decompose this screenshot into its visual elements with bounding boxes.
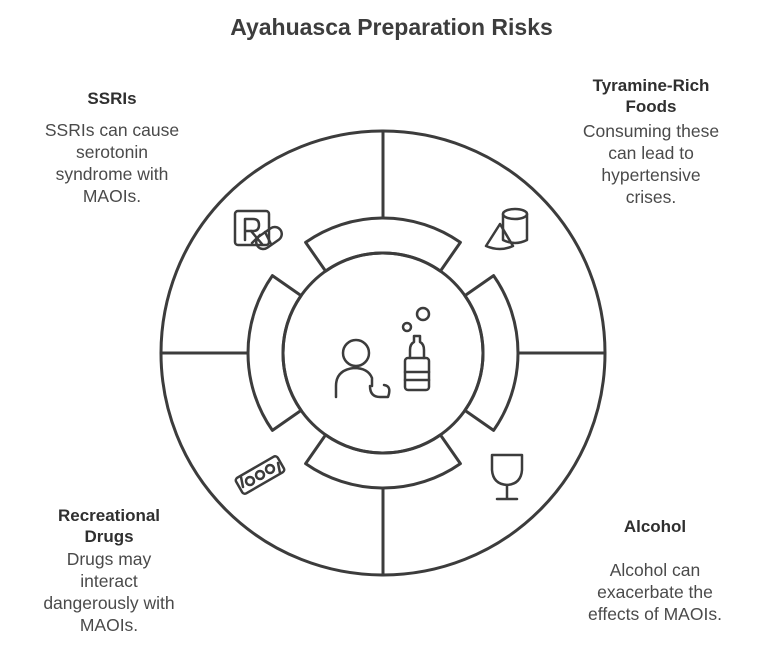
recreational-drugs-text-line: Drugs may: [66, 549, 152, 569]
ssri-text-line: syndrome with: [55, 164, 169, 184]
alcohol-heading: Alcohol: [623, 517, 687, 536]
recreational-drugs-text-line: interact: [80, 571, 138, 591]
alcohol-text-line: Alcohol can: [609, 560, 701, 580]
arc-segment-top: [304, 216, 462, 273]
recreational-drugs-heading: Recreational Drugs: [18, 505, 200, 547]
person-with-bottle-icon: [334, 306, 431, 399]
tyramine-description: Consuming these can lead to hypertensive…: [556, 120, 746, 208]
alcohol-text-line: exacerbate the: [597, 582, 713, 602]
recreational-drugs-description: Drugs may interact dangerously with MAOI…: [18, 548, 200, 636]
recreational-drugs-heading-line: Drugs: [84, 527, 134, 546]
tyramine-text-line: Consuming these: [582, 121, 720, 141]
arc-segment-left: [246, 274, 303, 432]
ssri-text-line: MAOIs.: [82, 186, 142, 206]
recreational-drugs-text-line: MAOIs.: [79, 615, 139, 635]
prescription-pill-icon: [233, 209, 283, 251]
arc-segment-bottom: [304, 433, 462, 490]
pill-strip-icon: [234, 455, 286, 495]
arc-segment-right: [463, 274, 520, 432]
alcohol-text-line: effects of MAOIs.: [588, 604, 722, 624]
tyramine-text-line: hypertensive: [601, 165, 701, 185]
alcohol-block: Alcohol Alcohol can exacerbate the effec…: [566, 516, 744, 625]
recreational-drugs-block: Recreational Drugs Drugs may interact da…: [18, 505, 200, 636]
ssri-text-line: serotonin: [76, 142, 148, 162]
recreational-drugs-heading-line: Recreational: [57, 506, 161, 525]
ssri-block: SSRIs SSRIs can cause serotonin syndrome…: [24, 88, 200, 207]
tyramine-block: Tyramine-Rich Foods Consuming these can …: [556, 75, 746, 208]
tyramine-text-line: crises.: [625, 187, 677, 207]
wine-glass-icon: [490, 453, 524, 501]
tyramine-heading-line: Tyramine-Rich: [592, 76, 710, 95]
diagram-title: Ayahuasca Preparation Risks: [230, 14, 553, 40]
cylinder-cone-food-icon: [484, 207, 529, 251]
recreational-drugs-text-line: dangerously with: [43, 593, 175, 613]
tyramine-text-line: can lead to: [608, 143, 694, 163]
ssri-heading: SSRIs: [87, 89, 137, 108]
tyramine-heading: Tyramine-Rich Foods: [556, 75, 746, 117]
alcohol-description: Alcohol can exacerbate the effects of MA…: [566, 559, 744, 625]
ssri-description: SSRIs can cause serotonin syndrome with …: [24, 119, 200, 207]
tyramine-heading-line: Foods: [625, 97, 677, 116]
center-circle: [281, 251, 485, 455]
ssri-text-line: SSRIs can cause: [44, 120, 180, 140]
